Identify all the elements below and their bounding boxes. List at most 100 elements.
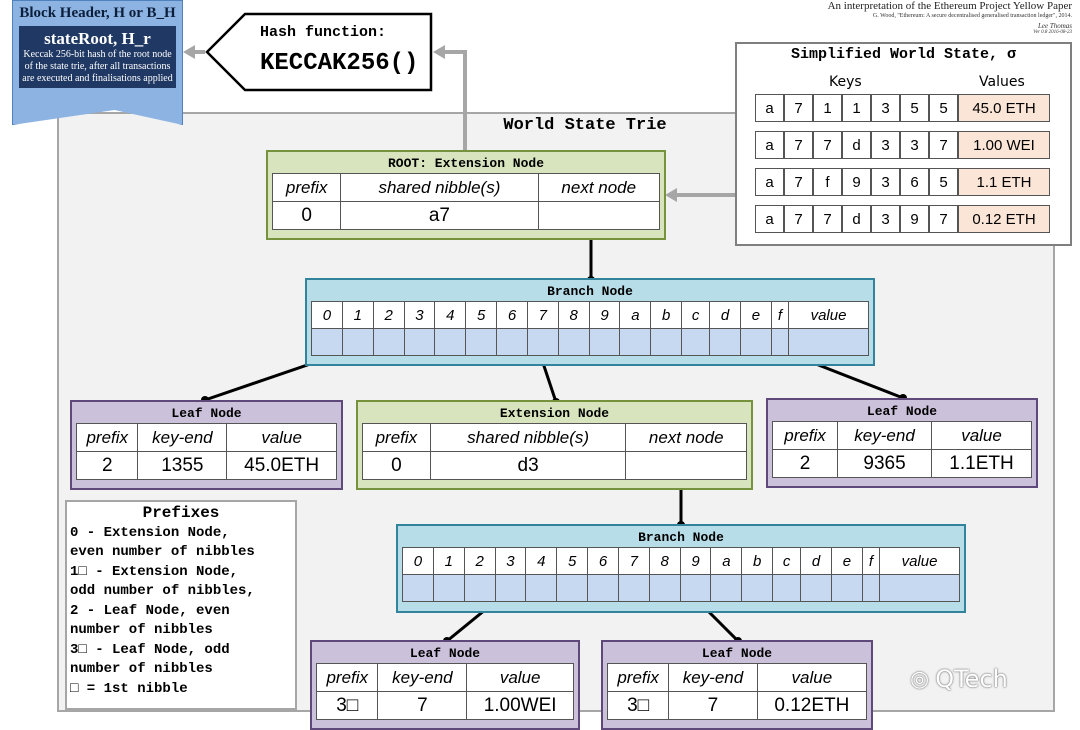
branch-slot-label: 9 (679, 547, 712, 575)
branch-slot-label: e (740, 301, 772, 329)
value-cell: 2 (771, 449, 839, 478)
values-label: Values (979, 74, 1025, 90)
branch-slot (770, 328, 790, 356)
block-header: Block Header, H or B_H stateRoot, H_r Ke… (12, 0, 183, 125)
key-nibble: 7 (929, 131, 958, 159)
branch-slot (432, 574, 465, 602)
branch-slot-label: 2 (463, 547, 496, 575)
state-root-desc: Keccak 256-bit hash of the root node of … (22, 49, 173, 84)
branch-slot (372, 328, 405, 356)
key-nibble: 1 (842, 94, 871, 122)
header-cell: prefix (315, 663, 379, 692)
node-title: Leaf Node (701, 646, 773, 661)
prefix-line: 3□ - Leaf Node, odd (70, 641, 230, 658)
branch-slot (494, 574, 527, 602)
key-nibble: 3 (871, 131, 900, 159)
branch-slot-label: f (861, 547, 881, 575)
branch-slot (465, 328, 498, 356)
branch-slot-label: 8 (557, 301, 590, 329)
node-title: ROOT: Extension Node (387, 156, 545, 171)
node-title: Branch Node (638, 530, 724, 545)
value-cell: 1.1ETH (931, 449, 1032, 478)
header-cell: prefix (271, 173, 342, 202)
key-nibble: 1 (813, 94, 842, 122)
prefix-line: □ = 1st nibble (70, 680, 188, 697)
branch-slot-label: 3 (403, 301, 436, 329)
branch-slot (679, 574, 712, 602)
branch-slot (861, 574, 881, 602)
branch-slot-label: 3 (494, 547, 527, 575)
world-state-title: Simplified World State, σ (790, 46, 1017, 63)
key-nibble: 5 (900, 94, 929, 122)
attribution-title: An interpretation of the Ethereum Projec… (827, 0, 1072, 12)
branch-slot-label: 1 (432, 547, 465, 575)
branch-slot (740, 328, 772, 356)
header-cell: value (931, 421, 1032, 450)
value-cell: 3□ (315, 691, 379, 720)
attribution: An interpretation of the Ethereum Projec… (828, 0, 1072, 35)
branch-slot-label: 8 (648, 547, 681, 575)
trie-title: World State Trie (503, 116, 667, 135)
branch-slot (788, 328, 869, 356)
key-nibble: 9 (900, 205, 929, 233)
branch-slot (831, 574, 863, 602)
branch-slot-label: 4 (525, 547, 558, 575)
key-nibble: 3 (871, 94, 900, 122)
key-nibble: 3 (900, 131, 929, 159)
branch-slot-label: a (619, 301, 652, 329)
prefix-line: 1□ - Extension Node, (70, 563, 239, 580)
header-cell: next node (625, 423, 747, 452)
value-cell: 1355 (137, 451, 228, 480)
branch-slot (311, 328, 343, 356)
key-nibble: a (755, 94, 784, 122)
branch-slot (648, 574, 681, 602)
key-nibble: a (755, 131, 784, 159)
key-nibble: d (842, 131, 871, 159)
value-cell: 1.00WEI (466, 691, 574, 720)
value-cell (537, 201, 661, 230)
branch-slot (525, 574, 558, 602)
hash-label: Hash function: (260, 24, 387, 41)
branch-slot (619, 328, 652, 356)
branch-slot-label: value (879, 547, 960, 575)
branch-slot-label: d (800, 547, 833, 575)
branch-slot-label: 2 (372, 301, 405, 329)
key-nibble: 7 (784, 94, 813, 122)
branch-slot-label: f (770, 301, 790, 329)
branch-slot (650, 328, 683, 356)
branch-slot (341, 328, 374, 356)
key-nibble: 7 (784, 205, 813, 233)
header-cell: prefix (75, 423, 139, 452)
branch-slot (526, 328, 559, 356)
header-cell: prefix (771, 421, 839, 450)
value-cell: 1.1 ETH (958, 168, 1050, 196)
header-cell: prefix (362, 423, 431, 452)
header-cell: shared nibble(s) (429, 423, 627, 452)
key-nibble: 9 (842, 168, 871, 196)
watermark: ◎QTech (910, 665, 1008, 693)
branch-slot (434, 328, 467, 356)
branch-slot (587, 574, 619, 602)
header-cell: key-end (377, 663, 468, 692)
branch-slot-label: b (650, 301, 683, 329)
prefix-line: 0 - Extension Node, (70, 524, 230, 541)
key-nibble: 7 (929, 205, 958, 233)
value-cell: 0.12 ETH (958, 205, 1050, 233)
value-cell: 7 (668, 691, 758, 720)
hash-fn: KECCAK256() (260, 50, 419, 77)
branch-slot (403, 328, 436, 356)
key-nibble: a (755, 168, 784, 196)
